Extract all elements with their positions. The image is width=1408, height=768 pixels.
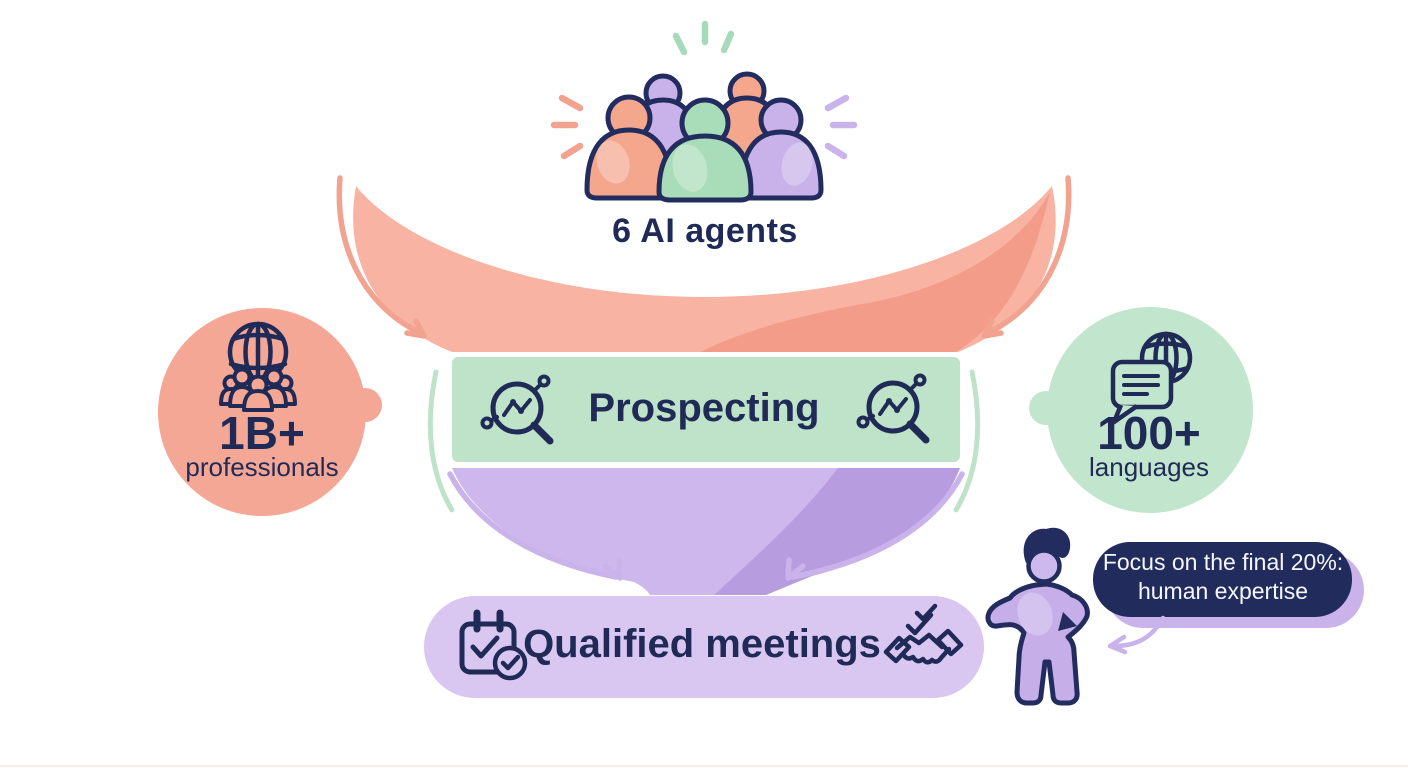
qualified-meetings-pill [424,596,984,698]
callout-line2: human expertise [1137,578,1309,604]
stat-circle-professionals [158,308,382,516]
funnel-stage-narrowing [452,468,960,595]
output-arrow-right [785,471,965,581]
magnifier-chart-icon [856,373,930,444]
person-body [985,581,1090,706]
callout-line1: Focus on the final 20%: [1102,549,1344,575]
professionals-caption: professionals [185,452,339,482]
person-hair [1023,527,1071,563]
sparkle-rays-right [824,94,858,160]
callout-bubble [1093,542,1364,628]
professionals-value: 1B+ [219,407,305,459]
calendar-check-icon [459,609,528,681]
person-arm-gap [1058,612,1077,631]
bottom-edge-line [0,765,1408,767]
chat-globe-icon [1110,331,1193,425]
mint-arc-left [427,369,455,513]
prospecting-label: Prospecting [588,386,820,430]
input-arrow-right [981,175,1072,339]
person-gesturing-icon [985,527,1090,706]
crowd-figures [219,367,297,412]
ai-agents-label: 6 AI agents [612,212,798,250]
sparkle-rays-left [550,94,584,160]
magnifier-chart-icon [480,374,554,445]
handshake-icon [883,603,964,665]
languages-caption: languages [1089,452,1209,482]
output-arrow-left [447,471,623,581]
qualified-meetings-label: Qualified meetings [523,622,881,666]
languages-value: 100+ [1097,407,1201,459]
sparkle-rays-top [672,20,735,56]
callout-text: Focus on the final 20%: human expertise [1095,548,1351,606]
stat-circle-languages [1029,307,1253,513]
funnel-stage-input [353,186,1056,352]
mint-arc-right [953,369,981,513]
callout-arrow [1107,615,1166,655]
team-icon [584,71,824,203]
funnel-stage-prospecting [427,357,981,513]
input-arrow-left [336,175,427,339]
